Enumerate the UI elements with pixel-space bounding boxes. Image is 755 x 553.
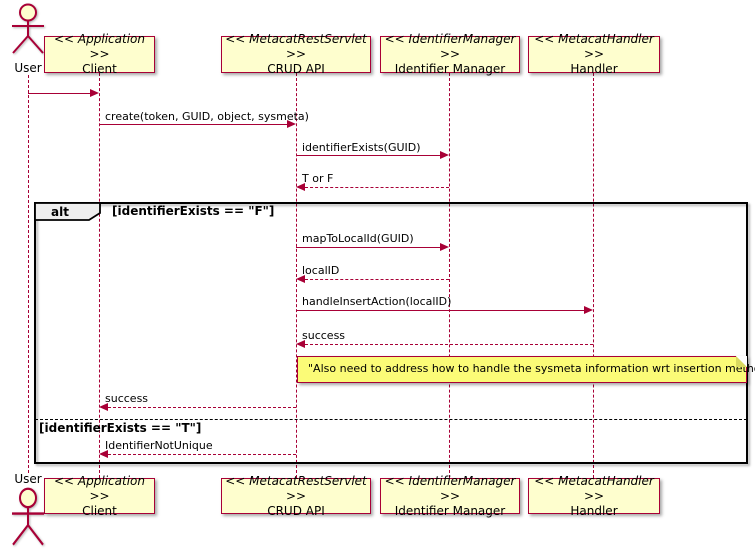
participant-stereotype: << Application >> <box>54 473 145 503</box>
arrowhead-icon <box>90 89 99 97</box>
participant-bottom-identifier-manager: << IdentifierManager >> Identifier Manag… <box>380 474 520 518</box>
participant-name: Identifier Manager <box>394 62 506 76</box>
message-label: success <box>105 392 149 405</box>
message-label: create(token, GUID, object, sysmeta) <box>105 110 309 123</box>
alt-guard-else: [identifierExists == "T"] <box>39 421 202 435</box>
alt-operator-badge: alt <box>34 202 101 221</box>
alt-divider <box>35 419 747 420</box>
lifeline-handler <box>593 73 594 478</box>
participant-top-client: << Application >> Client <box>44 32 155 76</box>
message-line <box>305 187 449 188</box>
actor-label-bottom: User <box>14 472 42 486</box>
lifeline-identifier-manager <box>449 73 450 478</box>
lifeline-user <box>28 75 29 473</box>
message-line <box>305 344 593 345</box>
arrowhead-icon <box>99 403 108 411</box>
message-line <box>99 124 287 125</box>
actor-icon <box>12 3 44 54</box>
participant-name: Client <box>82 503 117 518</box>
arrowhead-icon <box>584 306 593 314</box>
message-line <box>108 407 296 408</box>
participant-name: Handler <box>570 503 618 518</box>
message-line <box>296 310 584 311</box>
participant-stereotype: << MetacatRestServlet >> <box>225 473 367 503</box>
lifeline-client <box>99 73 100 478</box>
message-label: localID <box>302 264 340 277</box>
alt-guard-true: [identifierExists == "F"] <box>112 204 275 218</box>
participant-name: Client <box>82 62 117 76</box>
message-line <box>108 454 296 455</box>
arrowhead-icon <box>440 243 449 251</box>
participant-name: Handler <box>570 62 618 76</box>
message-label: handleInsertAction(localID) <box>302 295 452 308</box>
message-line <box>28 93 91 94</box>
participant-bottom-crud-api: << MetacatRestServlet >> CRUD API <box>221 474 371 518</box>
arrowhead-icon <box>440 151 449 159</box>
actor-label-top: User <box>14 61 42 75</box>
participant-stereotype: << MetacatHandler >> <box>534 473 654 503</box>
message-label: T or F <box>302 172 334 185</box>
participant-bottom-client: << Application >> Client <box>44 474 155 518</box>
participant-name: CRUD API <box>267 62 325 76</box>
message-line <box>296 155 440 156</box>
message-line <box>296 247 440 248</box>
participant-stereotype: << MetacatHandler >> <box>534 32 654 61</box>
message-label: identifierExists(GUID) <box>302 141 421 154</box>
message-label: success <box>302 329 346 342</box>
participant-stereotype: << Application >> <box>54 32 145 61</box>
participant-top-handler: << MetacatHandler >> Handler <box>528 32 660 76</box>
alt-operator-label: alt <box>51 205 69 219</box>
actor-icon <box>12 487 44 546</box>
message-label: mapToLocalId(GUID) <box>302 232 414 245</box>
participant-stereotype: << IdentifierManager >> <box>384 32 516 61</box>
participant-bottom-handler: << MetacatHandler >> Handler <box>528 474 660 518</box>
message-label: IdentifierNotUnique <box>105 439 213 452</box>
arrowhead-icon <box>296 275 305 283</box>
participant-name: Identifier Manager <box>394 503 506 518</box>
participant-stereotype: << IdentifierManager >> <box>384 473 516 503</box>
participant-stereotype: << MetacatRestServlet >> <box>225 32 367 61</box>
arrowhead-icon <box>287 120 296 128</box>
participant-top-crud-api: << MetacatRestServlet >> CRUD API <box>221 32 371 76</box>
arrowhead-icon <box>296 183 305 191</box>
participant-name: CRUD API <box>267 503 325 518</box>
arrowhead-icon <box>296 340 305 348</box>
note: "Also need to address how to handle the … <box>297 356 755 383</box>
participant-top-identifier-manager: << IdentifierManager >> Identifier Manag… <box>380 32 520 76</box>
message-line <box>305 279 449 280</box>
arrowhead-icon <box>99 450 108 458</box>
